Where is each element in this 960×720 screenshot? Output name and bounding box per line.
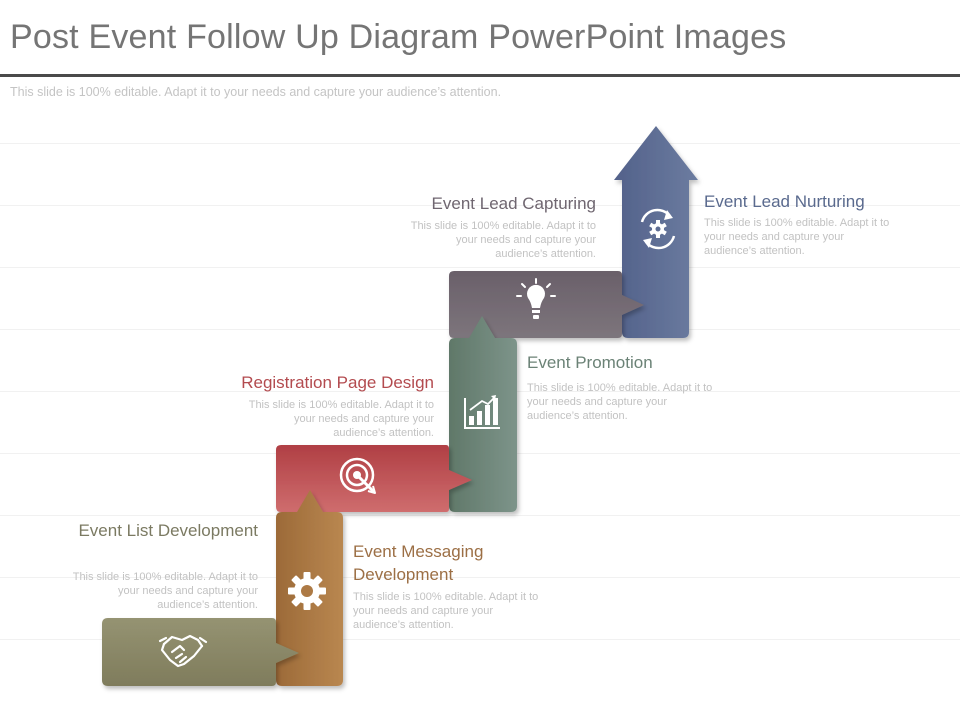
step-label-registration-page: Registration Page Design xyxy=(241,373,434,392)
step-shape-event-list xyxy=(102,618,299,686)
step-label-event-messaging: Event Messaging Development xyxy=(353,542,484,584)
background-line xyxy=(0,639,960,640)
cycle-gear-icon xyxy=(640,208,676,250)
step-desc-event-messaging: This slide is 100% editable. Adapt it to… xyxy=(353,591,539,631)
title-divider xyxy=(0,74,960,77)
handshake-icon xyxy=(158,634,208,668)
step-label-lead-capturing: Event Lead Capturing xyxy=(431,194,596,213)
step-desc-lead-capturing: This slide is 100% editable. Adapt it to… xyxy=(410,220,596,260)
step-label-event-promotion: Event Promotion xyxy=(527,353,653,372)
background-line xyxy=(0,143,960,144)
step-desc-event-promotion: This slide is 100% editable. Adapt it to… xyxy=(527,382,713,422)
step-label-lead-nurturing: Event Lead Nurturing xyxy=(704,192,865,211)
slide-subtitle: This slide is 100% editable. Adapt it to… xyxy=(10,85,502,99)
step-desc-registration-page: This slide is 100% editable. Adapt it to… xyxy=(248,399,434,439)
step-shape-lead-capturing xyxy=(449,271,644,338)
background-line xyxy=(0,205,960,206)
lightbulb-icon xyxy=(516,278,556,319)
step-desc-lead-nurturing: This slide is 100% editable. Adapt it to… xyxy=(704,217,890,257)
background-line xyxy=(0,267,960,268)
gear-icon xyxy=(288,572,326,610)
target-icon xyxy=(339,457,376,494)
step-shape-event-promotion xyxy=(449,316,517,512)
background-line xyxy=(0,515,960,516)
background-line xyxy=(0,577,960,578)
step-desc-event-list: This slide is 100% editable. Adapt it to… xyxy=(72,571,258,611)
growth-chart-icon xyxy=(464,395,500,429)
step-shape-registration-page xyxy=(276,445,472,512)
slide-title: Post Event Follow Up Diagram PowerPoint … xyxy=(10,18,787,56)
step-label-event-list: Event List Development xyxy=(78,521,258,540)
